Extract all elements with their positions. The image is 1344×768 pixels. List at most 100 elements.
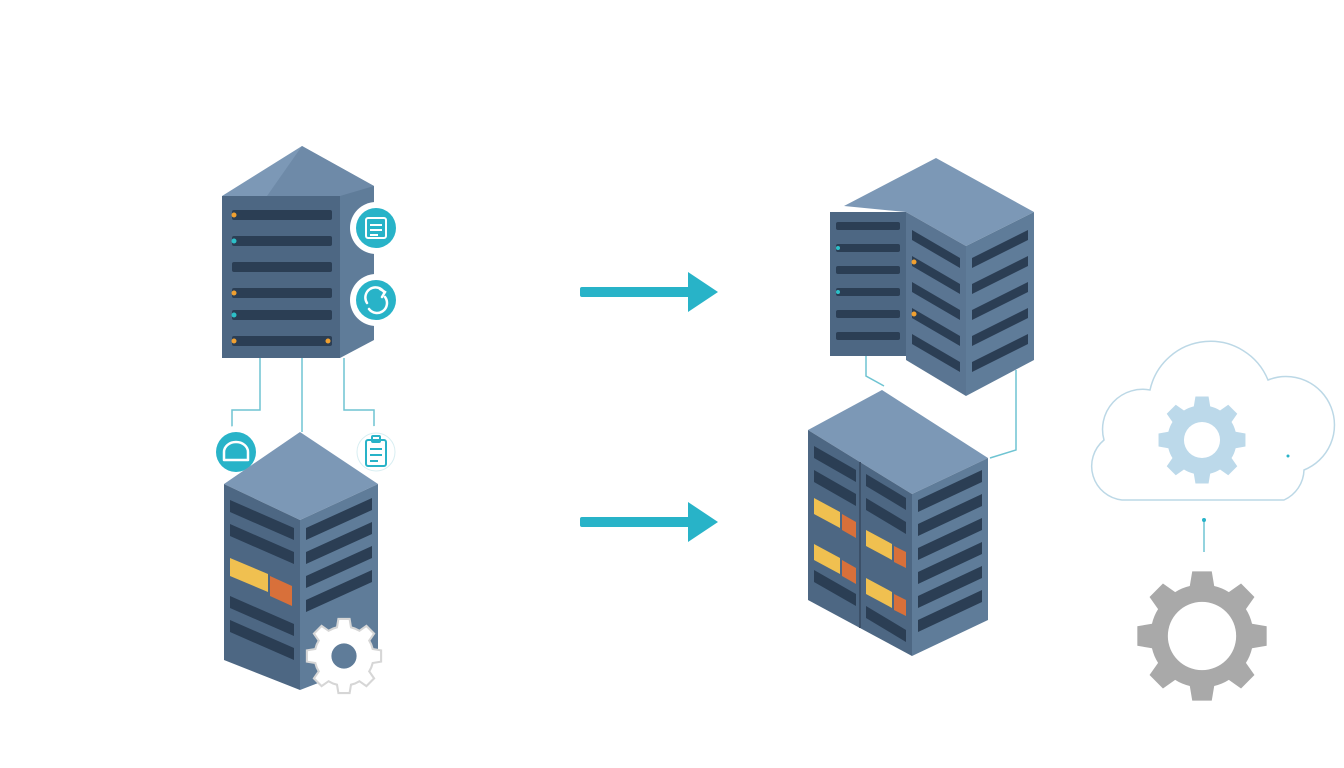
slot [836, 244, 900, 252]
document-icon [365, 217, 387, 239]
gray-gear-icon [1167, 601, 1237, 671]
display-panel [894, 594, 906, 616]
right-connectors [865, 356, 1017, 459]
led [911, 259, 917, 265]
slot [230, 596, 294, 636]
cloud-dot [1286, 454, 1290, 458]
cloud-gear [1158, 396, 1246, 484]
left-bottom-server-slots [230, 498, 372, 660]
slot [814, 446, 856, 482]
slot [836, 266, 900, 274]
document-badge [350, 202, 402, 254]
slot [232, 288, 332, 298]
left-top-server [222, 146, 402, 358]
slot [232, 336, 332, 346]
right-bottom-server-top [808, 390, 988, 494]
connector-dot [1202, 518, 1206, 522]
left-bottom-server-panels [230, 558, 292, 606]
led [231, 338, 237, 344]
display-panel [842, 560, 856, 584]
left-top-server-roof-shade [260, 146, 374, 206]
slot [836, 310, 900, 318]
slot [306, 546, 372, 588]
right-top-server-slots [836, 222, 1028, 372]
right-bottom-server-slots [814, 446, 982, 642]
slot [912, 334, 960, 372]
display-panel [842, 514, 856, 538]
slot [814, 570, 856, 606]
led [325, 338, 331, 344]
clipboard-icon [365, 435, 387, 467]
left-bottom-server-top [224, 432, 378, 520]
display-panel [230, 558, 268, 592]
slot [232, 310, 332, 320]
cloud-download-icon [222, 440, 250, 462]
display-panel [866, 530, 892, 560]
slot [814, 470, 856, 506]
refresh-icon [364, 286, 389, 315]
slot [918, 542, 982, 584]
slot [232, 210, 332, 220]
arrow-bottom [580, 502, 718, 542]
slot [918, 494, 982, 536]
slot [972, 282, 1028, 320]
right-top-server-roof [844, 158, 1034, 246]
slot [972, 230, 1028, 268]
led [231, 290, 237, 296]
slot [912, 230, 960, 268]
led [911, 311, 917, 317]
slot [912, 308, 960, 346]
led [231, 212, 237, 218]
slot [306, 522, 372, 564]
display-panel [814, 544, 840, 574]
clipboard-badge [350, 426, 402, 478]
slot [230, 500, 294, 540]
slot [918, 470, 982, 512]
slot [912, 256, 960, 294]
slot [918, 518, 982, 560]
slot [972, 256, 1028, 294]
slot [912, 282, 960, 320]
slot [866, 606, 906, 642]
slot [866, 498, 906, 534]
slot [836, 288, 900, 296]
slot [232, 236, 332, 246]
migration-arrows [580, 272, 718, 542]
white-gear [305, 617, 383, 695]
connector-line [231, 358, 261, 430]
slot [232, 262, 332, 272]
led [231, 238, 237, 244]
slot [972, 334, 1028, 372]
slot [230, 620, 294, 660]
slot [918, 590, 982, 632]
display-panel [866, 578, 892, 608]
refresh-badge [350, 274, 402, 326]
cloud-gear-icon [1183, 421, 1221, 459]
slot [836, 332, 900, 340]
left-top-server-slots [232, 210, 332, 346]
slot [836, 222, 900, 230]
slot [230, 524, 294, 564]
display-panel [814, 498, 840, 528]
right-top-server [830, 158, 1034, 396]
right-bottom-server [808, 390, 988, 656]
arrow-top [580, 272, 718, 312]
connector-line [343, 358, 375, 430]
white-gear-icon [331, 643, 357, 669]
led [836, 246, 840, 250]
led [231, 312, 237, 318]
slot [866, 474, 906, 510]
led [836, 290, 840, 294]
display-panel [270, 576, 292, 606]
left-top-server-front [222, 196, 340, 358]
slot [972, 308, 1028, 346]
connector-line [865, 356, 885, 387]
connector-line [989, 370, 1017, 459]
left-top-server-leds [231, 212, 331, 344]
cloud-download-badge [210, 426, 262, 478]
slot [918, 566, 982, 608]
right-top-server-leds [836, 246, 917, 317]
slot [306, 498, 372, 540]
